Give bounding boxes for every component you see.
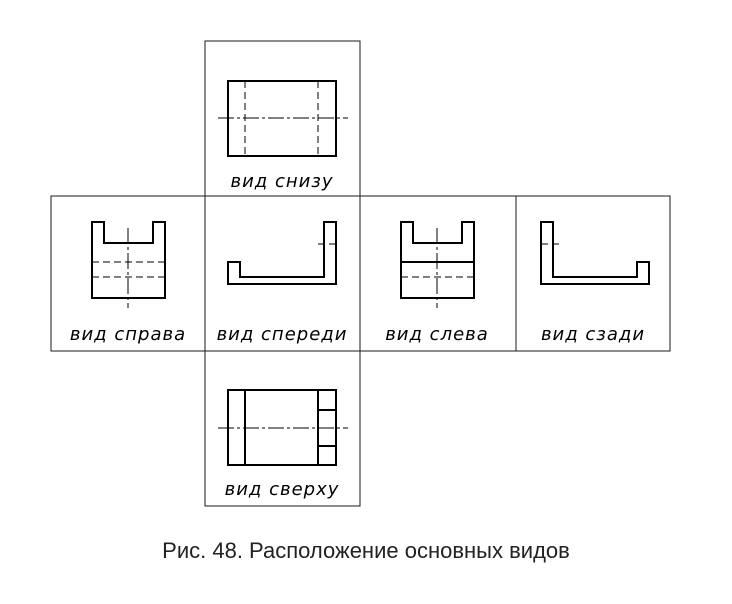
panel-top-view: вид сверху <box>204 350 361 507</box>
panel-bottom-view: вид снизу <box>204 40 361 197</box>
bottom-view-label: вид снизу <box>230 171 333 192</box>
figure-caption: Рис. 48. Расположение основных видов <box>162 538 570 563</box>
front-view-outline <box>227 221 337 285</box>
left-view-label: вид слева <box>385 324 489 345</box>
panel-left-view: вид слева <box>359 195 517 352</box>
right-view-outline <box>91 221 166 299</box>
back-view-label: вид сзади <box>541 324 645 345</box>
right-view-label: вид справа <box>70 324 186 345</box>
front-view-label: вид спереди <box>217 324 348 345</box>
left-view-outline <box>400 221 475 299</box>
panel-front-view: вид спереди <box>204 195 361 352</box>
panel-right-view: вид справа <box>50 195 206 352</box>
panel-back-view: вид сзади <box>515 195 671 352</box>
top-view-label: вид сверху <box>225 479 340 500</box>
back-view-outline <box>540 221 650 285</box>
